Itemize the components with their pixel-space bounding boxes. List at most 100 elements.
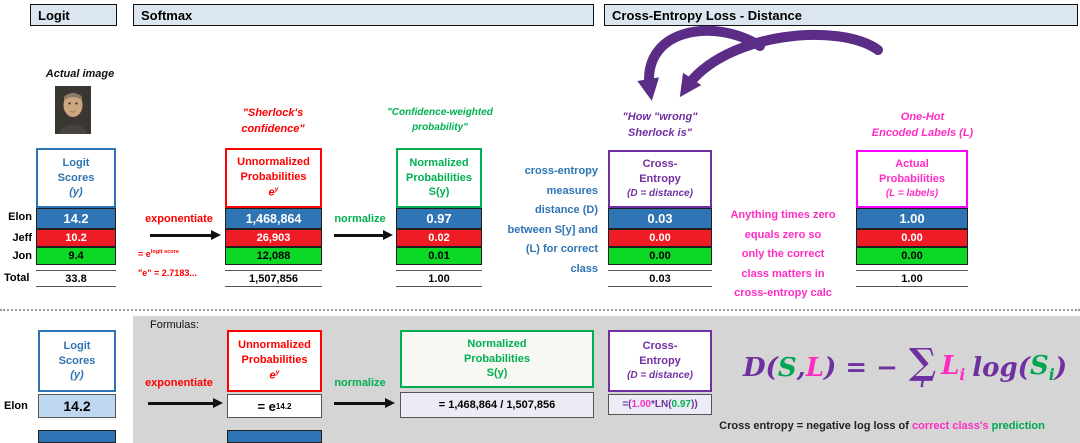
row-label-elon: Elon [8, 211, 32, 223]
normalize-label: normalize [334, 213, 386, 225]
formula-norm-titlebox: Normalized Probabilities S(y) [400, 330, 594, 388]
note-line: equals zero so [744, 228, 822, 241]
caption-text: Cross entropy = negative log loss of [719, 420, 912, 432]
onehot-title-line3: (L = labels) [885, 188, 939, 200]
caption-prediction: prediction [988, 420, 1045, 432]
one-hot-quote: One-Hot Encoded Labels (L) [850, 110, 995, 142]
curved-arrows [637, 25, 883, 101]
norm-total: 1.00 [396, 270, 482, 287]
logit-title-line2: Scores [57, 171, 95, 184]
quote-line: confidence" [241, 122, 305, 135]
logit-scores-titlebox: Logit Scores (y) [36, 148, 116, 208]
row-label-total: Total [4, 272, 30, 284]
portrait-image [55, 86, 91, 134]
f-unnorm-math: ey [270, 368, 280, 384]
f-norm-line3: S(y) [486, 367, 508, 380]
unnorm-row-jon: 12,088 [225, 247, 322, 265]
norm-title-line1: Normalized [409, 156, 469, 169]
onehot-title-line2: Probabilities [878, 173, 946, 186]
logit-row-jeff: 10.2 [36, 229, 116, 247]
quote-line: "How "wrong" [622, 111, 698, 123]
clipped-row [38, 430, 116, 443]
f-norm-line1: Normalized [467, 337, 527, 350]
onehot-total: 1.00 [856, 270, 968, 287]
sigma-glyph: ∑ [908, 341, 937, 384]
quote-line: "Sherlock's [242, 107, 304, 119]
f-logit-line3: (y) [70, 369, 84, 382]
how-wrong-quote: "How "wrong" Sherlock is" [604, 110, 716, 142]
ce-formula-part: 0.97 [671, 399, 691, 410]
formula-log: log( [972, 353, 1030, 383]
exp-note-sup: logit score [150, 249, 179, 255]
math-base: e [269, 369, 276, 382]
formula-l2: L [941, 351, 960, 382]
f-unnorm-sup: 14.2 [275, 401, 292, 411]
f-logit-line2: Scores [58, 354, 96, 367]
unnorm-title-line2: Probabilities [240, 171, 307, 184]
note-line: class [570, 262, 598, 275]
unnorm-title-math: ey [269, 185, 279, 201]
formula-li: Li [941, 351, 965, 384]
cross-entropy-titlebox: Cross- Entropy (D = distance) [608, 150, 712, 208]
curved-arrow-right-icon [679, 29, 883, 98]
note-line: Anything times zero [730, 209, 836, 221]
f-unnorm-base: = e [257, 398, 276, 414]
sigma-symbol: ∑i [908, 341, 937, 389]
exp-note-base: = e [138, 249, 151, 259]
formula-s: S [777, 353, 797, 383]
note-line: cross-entropy calc [734, 287, 832, 299]
unnorm-row-elon: 1,468,864 [225, 208, 322, 229]
formula-norm-value: = 1,468,864 / 1,507,856 [400, 392, 594, 418]
formula-normalize-label: normalize [334, 377, 386, 389]
formula-ce-value: =(1.00*LN(0.97)) [608, 394, 712, 415]
unnormalized-titlebox: Unnormalized Probabilities ey [225, 148, 322, 208]
f-logit-line1: Logit [63, 339, 91, 352]
section-divider [0, 309, 1080, 311]
formula-d: D [742, 353, 766, 383]
f-unnorm-line2: Probabilities [241, 354, 308, 367]
formula-equals: ) = − [823, 353, 898, 383]
ce-formula-part: )) [691, 399, 698, 410]
quote-line: One-Hot [900, 111, 945, 123]
norm-row-elon: 0.97 [396, 208, 482, 229]
zero-note: Anything times zero equals zero so only … [714, 206, 852, 304]
quote-line: Encoded Labels (L) [871, 126, 974, 139]
row-label-jon: Jon [12, 250, 32, 262]
formula-s2-sub: i [1048, 365, 1055, 385]
formulas-label: Formulas: [150, 319, 199, 331]
ce-title-line2: Entropy [639, 173, 681, 186]
unnorm-row-jeff: 26,903 [225, 229, 322, 247]
norm-row-jeff: 0.02 [396, 229, 482, 247]
formula-logit-value: 14.2 [38, 394, 116, 418]
e-value-note: "e" = 2.7183... [138, 268, 197, 278]
softmax-section-header: Softmax [133, 4, 594, 26]
logit-row-jon: 9.4 [36, 247, 116, 265]
onehot-row-elon: 1.00 [856, 208, 968, 229]
onehot-title-line1: Actual [895, 158, 929, 171]
ce-formula-part: 1.00 [631, 399, 651, 410]
onehot-titlebox: Actual Probabilities (L = labels) [856, 150, 968, 208]
quote-line: Sherlock is" [628, 126, 692, 139]
ce-row-jon: 0.00 [608, 247, 712, 265]
note-line: measures [546, 184, 598, 197]
note-line: class matters in [741, 267, 825, 280]
formula-exponentiate-label: exponentiate [145, 377, 213, 389]
distance-note: cross-entropy measures distance (D) betw… [484, 162, 598, 279]
caption-correct-class: correct class's [912, 420, 989, 432]
formula-l: L [805, 353, 824, 383]
logit-title-line1: Logit [62, 156, 90, 169]
math-base: e [268, 186, 275, 199]
normalized-titlebox: Normalized Probabilities S(y) [396, 148, 482, 208]
note-line: cross-entropy [524, 165, 598, 177]
logit-total: 33.8 [36, 270, 116, 287]
formula-comma: , [796, 353, 806, 383]
formula-row-label-elon: Elon [4, 400, 28, 412]
quote-line: "Confidence-weighted [387, 107, 493, 118]
formula-logit-titlebox: Logit Scores (y) [38, 330, 116, 392]
ce-title-line1: Cross- [642, 158, 678, 171]
norm-title-line3: S(y) [428, 186, 450, 199]
exponentiate-label: exponentiate [145, 213, 213, 225]
